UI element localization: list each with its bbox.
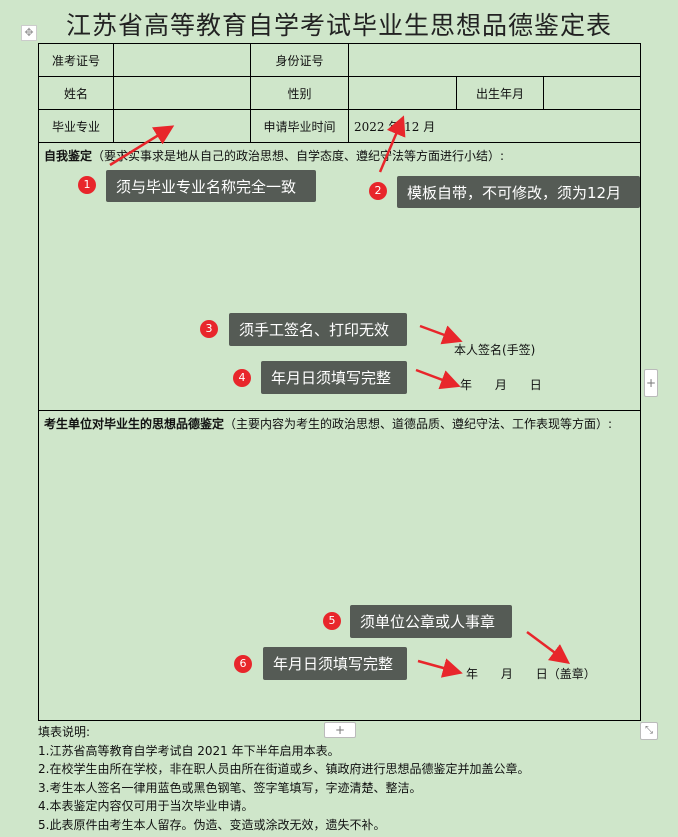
callout-6: 年月日须填写完整 — [263, 647, 407, 680]
arrow-5 — [526, 630, 571, 664]
marker-5: 5 — [323, 612, 341, 630]
marker-2: 2 — [369, 182, 387, 200]
add-row-icon[interactable]: + — [324, 722, 356, 738]
unit-eval-hint: （主要内容为考生的政治思想、道德品质、遵纪守法、工作表现等方面）: — [224, 417, 613, 431]
note-item: 5.此表原件由考生本人留存。伪造、变造或涂改无效，遗失不补。 — [38, 817, 386, 832]
self-eval-hint: （要求实事求是地从自己的政治思想、自学态度、遵纪守法等方面进行小结）: — [92, 149, 505, 163]
callout-1: 须与毕业专业名称完全一致 — [106, 170, 316, 202]
notes: 填表说明: 1.江苏省高等教育自学考试自 2021 年下半年启用本表。 2.在校… — [38, 723, 529, 834]
notes-title: 填表说明: — [38, 725, 91, 739]
self-eval-title: 自我鉴定 — [44, 149, 93, 163]
arrow-6 — [417, 658, 463, 678]
note-item: 4.本表鉴定内容仅可用于当次毕业申请。 — [38, 799, 254, 813]
note-item: 3.考生本人签名一律用蓝色或黑色钢笔、签字笔填写，字迹清楚、整洁。 — [38, 780, 422, 795]
table-move-handle-icon[interactable]: ✥ — [21, 25, 37, 41]
resize-table-icon[interactable]: ⤡ — [640, 722, 658, 740]
callout-5: 须单位公章或人事章 — [350, 605, 512, 638]
callout-2: 模板自带，不可修改，须为12月 — [397, 176, 640, 208]
marker-4: 4 — [233, 369, 251, 387]
arrow-3 — [419, 324, 463, 345]
marker-6: 6 — [234, 655, 252, 673]
unit-date-label: 年 月 日（盖章） — [466, 667, 596, 681]
unit-eval-title: 考生单位对毕业生的思想品德鉴定 — [44, 417, 225, 431]
arrow-1 — [109, 125, 175, 167]
arrow-2 — [378, 115, 406, 173]
signature-label: 本人签名(手签) — [454, 343, 536, 357]
note-item: 2.在校学生由所在学校，非在职人员由所在街道或乡、镇政府进行思想品德鉴定并加盖公… — [38, 762, 530, 776]
add-column-icon[interactable]: + — [644, 369, 658, 397]
self-date-label: 年 月 日 — [460, 378, 542, 392]
callout-4: 年月日须填写完整 — [261, 361, 407, 394]
callout-3: 须手工签名、打印无效 — [229, 313, 407, 346]
page-title: 江苏省高等教育自学考试毕业生思想品德鉴定表 — [65, 11, 612, 40]
arrow-4 — [415, 368, 461, 390]
marker-3: 3 — [200, 320, 218, 338]
marker-1: 1 — [78, 176, 96, 194]
unit-eval-section[interactable]: 考生单位对毕业生的思想品德鉴定（主要内容为考生的政治思想、道德品质、遵纪守法、工… — [38, 410, 641, 721]
note-item: 1.江苏省高等教育自学考试自 2021 年下半年启用本表。 — [38, 743, 340, 758]
